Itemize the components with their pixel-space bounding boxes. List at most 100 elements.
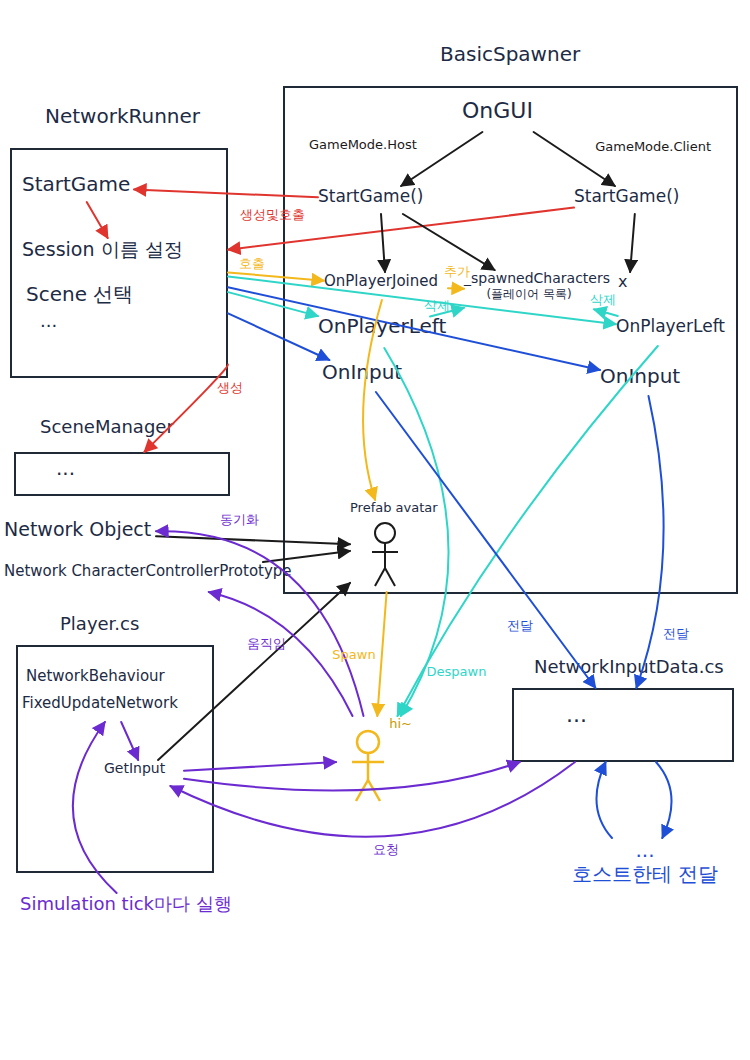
node-text: x: [618, 272, 640, 291]
node-text: Simulation tick마다 실행: [20, 893, 250, 915]
step-text: Session 이름 설정: [22, 238, 212, 270]
spawned-figure: hi~: [336, 716, 412, 804]
node-text: GetInput: [104, 760, 184, 777]
component-text: Network CharacterControllerPrototype: [4, 562, 284, 592]
method-text: FixedUpdateNetwork: [22, 694, 208, 722]
connector: [134, 189, 318, 197]
connector: [636, 396, 663, 688]
note-text: Simulation tick마다 실행: [20, 893, 250, 927]
figure-leg: [375, 568, 385, 586]
node-text: OnGUI: [462, 98, 554, 124]
method-text: StartGame(): [574, 186, 698, 214]
connector: [596, 762, 612, 838]
connector: [377, 592, 386, 716]
method-text: GetInput: [104, 760, 184, 786]
connector: [156, 531, 364, 716]
connector: [656, 762, 672, 838]
node-text: Scene 선택: [26, 282, 166, 306]
connector: [170, 762, 575, 837]
avatar-figure: [372, 523, 398, 586]
connector: [184, 762, 336, 771]
connector: [384, 348, 448, 716]
prefab-figure: Prefab avatar: [350, 500, 430, 592]
edge-label: 삭제: [424, 297, 450, 315]
node-text: OnInput: [322, 360, 406, 384]
connector: [630, 214, 635, 272]
class-box: NetworkInputData.cs: [512, 688, 734, 762]
box-heading: NetworkInputData.cs: [534, 656, 724, 678]
edge-label: Spawn: [332, 646, 375, 661]
edge-label: Despawn: [427, 664, 487, 679]
node-text: StartGame(): [318, 186, 442, 206]
connector: [403, 214, 495, 270]
edge-label: GameMode.Client: [595, 139, 711, 154]
edge-label: 요청: [373, 841, 399, 859]
figure-head: [357, 731, 379, 753]
edge-label: 삭제: [590, 291, 616, 309]
callback-text: OnInput: [600, 364, 690, 396]
step-text: Scene 선택: [26, 282, 166, 314]
edge-label: 전달: [507, 617, 533, 635]
figure-leg: [385, 568, 395, 586]
box-heading: SceneManager: [40, 416, 174, 438]
method-text: StartGame: [22, 172, 134, 202]
component-text: Network Object: [4, 518, 156, 548]
node-text: Network CharacterControllerPrototype: [4, 562, 284, 580]
node-text: hi~: [336, 716, 412, 732]
node-text: ...: [570, 838, 720, 862]
callback-text: OnPlayerLeft: [318, 314, 430, 348]
connector: [228, 313, 329, 360]
node-text: Network Object: [4, 518, 156, 541]
connector: [228, 292, 318, 316]
connector: [448, 287, 464, 290]
connector: [594, 309, 618, 316]
relay-text: ...호스트한테 전달: [570, 838, 720, 912]
edge-label: 생성및호출: [240, 206, 305, 224]
mark-text: x: [618, 272, 640, 298]
ellipsis-label: ...: [566, 704, 587, 726]
box-heading: BasicSpawner: [440, 42, 580, 66]
node-text: OnPlayerLeft: [318, 314, 430, 338]
class-box: Player.csNetworkBehaviourFixedUpdateNetw…: [16, 645, 214, 873]
figure-head: [375, 523, 395, 543]
figure-arms: [372, 551, 398, 553]
node-text: StartGame: [22, 172, 134, 196]
figure-leg: [368, 780, 380, 801]
callback-text: OnPlayerJoined: [324, 272, 448, 300]
method-text: OnGUI: [462, 98, 554, 132]
connector: [158, 583, 350, 760]
edge-label: 호출: [239, 255, 265, 273]
node-text: OnPlayerLeft: [616, 316, 726, 336]
connector: [156, 536, 350, 544]
figure-body: [384, 543, 386, 568]
connector: [263, 551, 350, 562]
edge-label: 생성: [217, 379, 243, 397]
ellipsis-label: ...: [56, 458, 75, 478]
node-text: NetworkBehaviour: [26, 667, 212, 685]
edge-label: 추가: [444, 263, 470, 281]
connector: [184, 762, 520, 790]
spawned-figure: [352, 731, 384, 801]
node-text: Session 이름 설정: [22, 238, 212, 261]
figure-arms: [352, 761, 384, 764]
list-text: _spawnedCharacters(플레이어 목록): [464, 270, 594, 312]
node-text: FixedUpdateNetwork: [22, 694, 208, 712]
box-heading: Player.cs: [60, 613, 139, 635]
node-text: OnInput: [600, 364, 690, 388]
connector: [228, 272, 324, 280]
connector: [73, 722, 117, 893]
class-box: SceneManager: [14, 452, 230, 496]
class-box: NetworkRunnerStartGameSession 이름 설정Scene…: [10, 148, 228, 378]
edge-label: 움직임: [247, 635, 286, 653]
node-text: StartGame(): [574, 186, 698, 206]
connector: [87, 202, 108, 238]
node-text: Prefab avatar: [350, 500, 430, 516]
node-text: (플레이어 목록): [464, 287, 594, 301]
node-text: 호스트한테 전달: [570, 862, 720, 886]
callback-text: OnInput: [322, 360, 406, 392]
figure-leg: [356, 780, 368, 801]
ellipsis-label: ...: [40, 312, 57, 330]
node-text: OnPlayerJoined: [324, 272, 448, 290]
figure-body: [367, 753, 370, 780]
